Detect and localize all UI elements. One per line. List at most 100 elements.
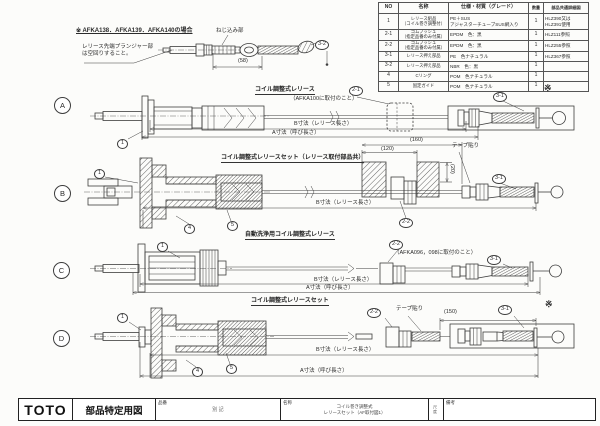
part-name: 固定ガイド [398, 80, 449, 92]
section-c-marker: C [53, 262, 70, 279]
section-b-title: コイル調整式レリースセット（レリース取付部品共） [221, 152, 365, 163]
col-header-spec: 仕様・材質（グレード） [448, 2, 529, 14]
table-row: 3-2 レリース押え部品 NBR 色：黒 1 [378, 60, 589, 72]
table-row: 1 レリース組品 （コイル巻き調整付） PE＋SUS アジャスターチューブSUS… [378, 13, 589, 30]
parts-table-header-row: NO 名称 仕様・材質（グレード） 数量 部品共通詳細図 [378, 2, 589, 14]
remarks-cell: 備考 [444, 399, 595, 420]
section-d-marker: D [53, 330, 70, 347]
product-name-label: 名称 [283, 400, 292, 405]
col-header-qty: 数量 [528, 2, 544, 14]
balloon-3-1-section-c: 3-1 [487, 255, 501, 265]
part-qty: 1 [528, 70, 544, 82]
table-row: 5 固定ガイド POM 色ナチュラル 1 [378, 80, 589, 92]
part-qty: 1 [528, 50, 544, 62]
asterisk-mark-d: ※ [545, 299, 553, 309]
part-qty: 1 [528, 13, 544, 30]
section-c-attach-note: （AFKA096，098に取付のこと） [394, 250, 477, 256]
part-ref: HLZ255参照 [543, 39, 589, 52]
section-d-dim-150: (150) [444, 309, 457, 315]
section-d-dim-a: A寸法（呼び長さ） [300, 368, 348, 374]
table-row: 3-1 レリース押え部品 PE 色ナチュラル 1 HLZ367参照 [378, 50, 589, 62]
dim-58-label: (58) [238, 58, 248, 64]
section-d-title: コイル調整式レリースセット [251, 295, 329, 306]
balloon-4-section-b: 4 [184, 224, 195, 234]
plunger-spin-note: レリース先端プランジャー部 は空回りすること。 [82, 44, 153, 57]
col-header-no: NO [378, 2, 399, 14]
balloon-5-section-b: 5 [227, 221, 238, 231]
product-name-value: コイル巻き調整式 レリースセット（AF取付図1） [323, 404, 386, 415]
part-number-label: 品番 [158, 400, 167, 405]
section-b-marker: B [54, 185, 71, 202]
part-spec: EPDM 色：黒 [448, 29, 529, 41]
part-ref: HLZ390又は HLZ391使用 [543, 13, 589, 30]
title-block: TOTO 部品特定用図 品番 別 記 名称 コイル巻き調整式 レリースセット（A… [18, 398, 596, 421]
part-name: ゴムブッシュ （指定品番のみ付属） [398, 29, 449, 41]
part-spec: NBR 色：黒 [448, 60, 529, 72]
part-ref: HLZ111参照 [543, 29, 589, 41]
part-no: 3-2 [378, 60, 399, 72]
balloon-1-section-a: 1 [117, 139, 128, 149]
section-a-title: コイル調整式レリース [255, 84, 315, 95]
part-qty: 1 [528, 80, 544, 92]
section-c-title: 自動洗浄用コイル調整式レリース [245, 229, 335, 240]
asterisk-mark-a: ※ [544, 83, 552, 93]
section-b-dim-160: (160) [410, 137, 423, 143]
part-number-value: 別 記 [212, 407, 224, 413]
part-spec: PE 色ナチュラル [448, 50, 529, 62]
balloon-3-1-section-d: 3-1 [498, 305, 512, 315]
balloon-5-section-d: 5 [226, 364, 237, 374]
part-name: ゴムブッシュ （指定品番のみ付属） [398, 39, 449, 52]
part-no: 3-1 [378, 50, 399, 62]
remarks-label: 備考 [446, 400, 455, 405]
part-no: 2-1 [378, 29, 399, 41]
col-header-ref: 部品共通詳細図 [543, 2, 589, 14]
balloon-2-2-section-d: 2-2 [367, 308, 381, 318]
balloon-3-1-section-b: 3-1 [492, 174, 506, 184]
section-b-dim-120: (120) [381, 145, 394, 152]
section-d-dim-b: B寸法（レリース長さ） [316, 347, 375, 353]
col-header-name: 名称 [398, 2, 449, 14]
part-qty: 1 [528, 60, 544, 72]
scale-label: 尺度 [433, 404, 438, 415]
table-row: 2-2 ゴムブッシュ （指定品番のみ付属） EPDM 色：黒 1 HLZ255参… [378, 39, 589, 52]
table-row: 2-1 ゴムブッシュ （指定品番のみ付属） EPDM 色：黒 1 HLZ111参… [378, 29, 589, 41]
model-applicability-note: ※ AFKA138．AFKA139．AFKA140の場合 [76, 28, 193, 34]
part-spec: PE＋SUS アジャスターチューブSUS網入り [448, 13, 529, 30]
section-a-dim-b: B寸法（レリース長さ） [294, 121, 353, 127]
part-no: 4 [378, 70, 399, 82]
section-c-dim-a: A寸法（呼び長さ） [306, 285, 354, 291]
part-name: Cリング [398, 70, 449, 82]
table-row: 4 Cリング POM 色ナチュラル 1 [378, 70, 589, 82]
section-c-dim-b: B寸法（レリース長さ） [314, 276, 373, 283]
part-ref [543, 70, 589, 82]
product-name-cell: 名称 コイル巻き調整式 レリースセット（AF取付図1） [281, 399, 429, 420]
screw-in-part-label: ねじ込み部 [216, 28, 244, 34]
balloon-2-1-section-a: 2-1 [349, 86, 363, 96]
balloon-1-section-b: 1 [94, 169, 105, 179]
balloon-3-2: 3-2 [315, 40, 329, 50]
part-ref [543, 80, 589, 92]
toto-logo: TOTO [19, 399, 73, 420]
part-spec: EPDM 色：黒 [448, 39, 529, 52]
part-spec: POM 色ナチュラル [448, 80, 529, 92]
part-name: レリース組品 （コイル巻き調整付） [398, 13, 449, 30]
part-ref: HLZ367参照 [543, 50, 589, 62]
balloon-3-1-section-a: 3-1 [493, 92, 507, 102]
section-b-dim-20: (20) [449, 164, 455, 174]
section-a-dim-a: A寸法（呼び長さ） [272, 129, 320, 136]
balloon-1-section-d: 1 [117, 313, 128, 323]
part-ref [543, 60, 589, 72]
balloon-1-section-c: 1 [157, 242, 168, 252]
balloon-2-2-section-c: 2-2 [389, 240, 403, 250]
section-b-dim-b: B寸法（レリース長さ） [316, 199, 375, 206]
part-no: 1 [378, 13, 399, 30]
part-name: レリース押え部品 [398, 60, 449, 72]
document-type-label: 部品特定用図 [73, 399, 156, 420]
part-qty: 1 [528, 29, 544, 41]
part-number-cell: 品番 別 記 [156, 399, 281, 420]
balloon-2-2-section-b: 2-2 [399, 218, 413, 228]
part-spec: POM 色ナチュラル [448, 70, 529, 82]
parts-table: NO 名称 仕様・材質（グレード） 数量 部品共通詳細図 1 レリース組品 （コ… [378, 2, 589, 92]
